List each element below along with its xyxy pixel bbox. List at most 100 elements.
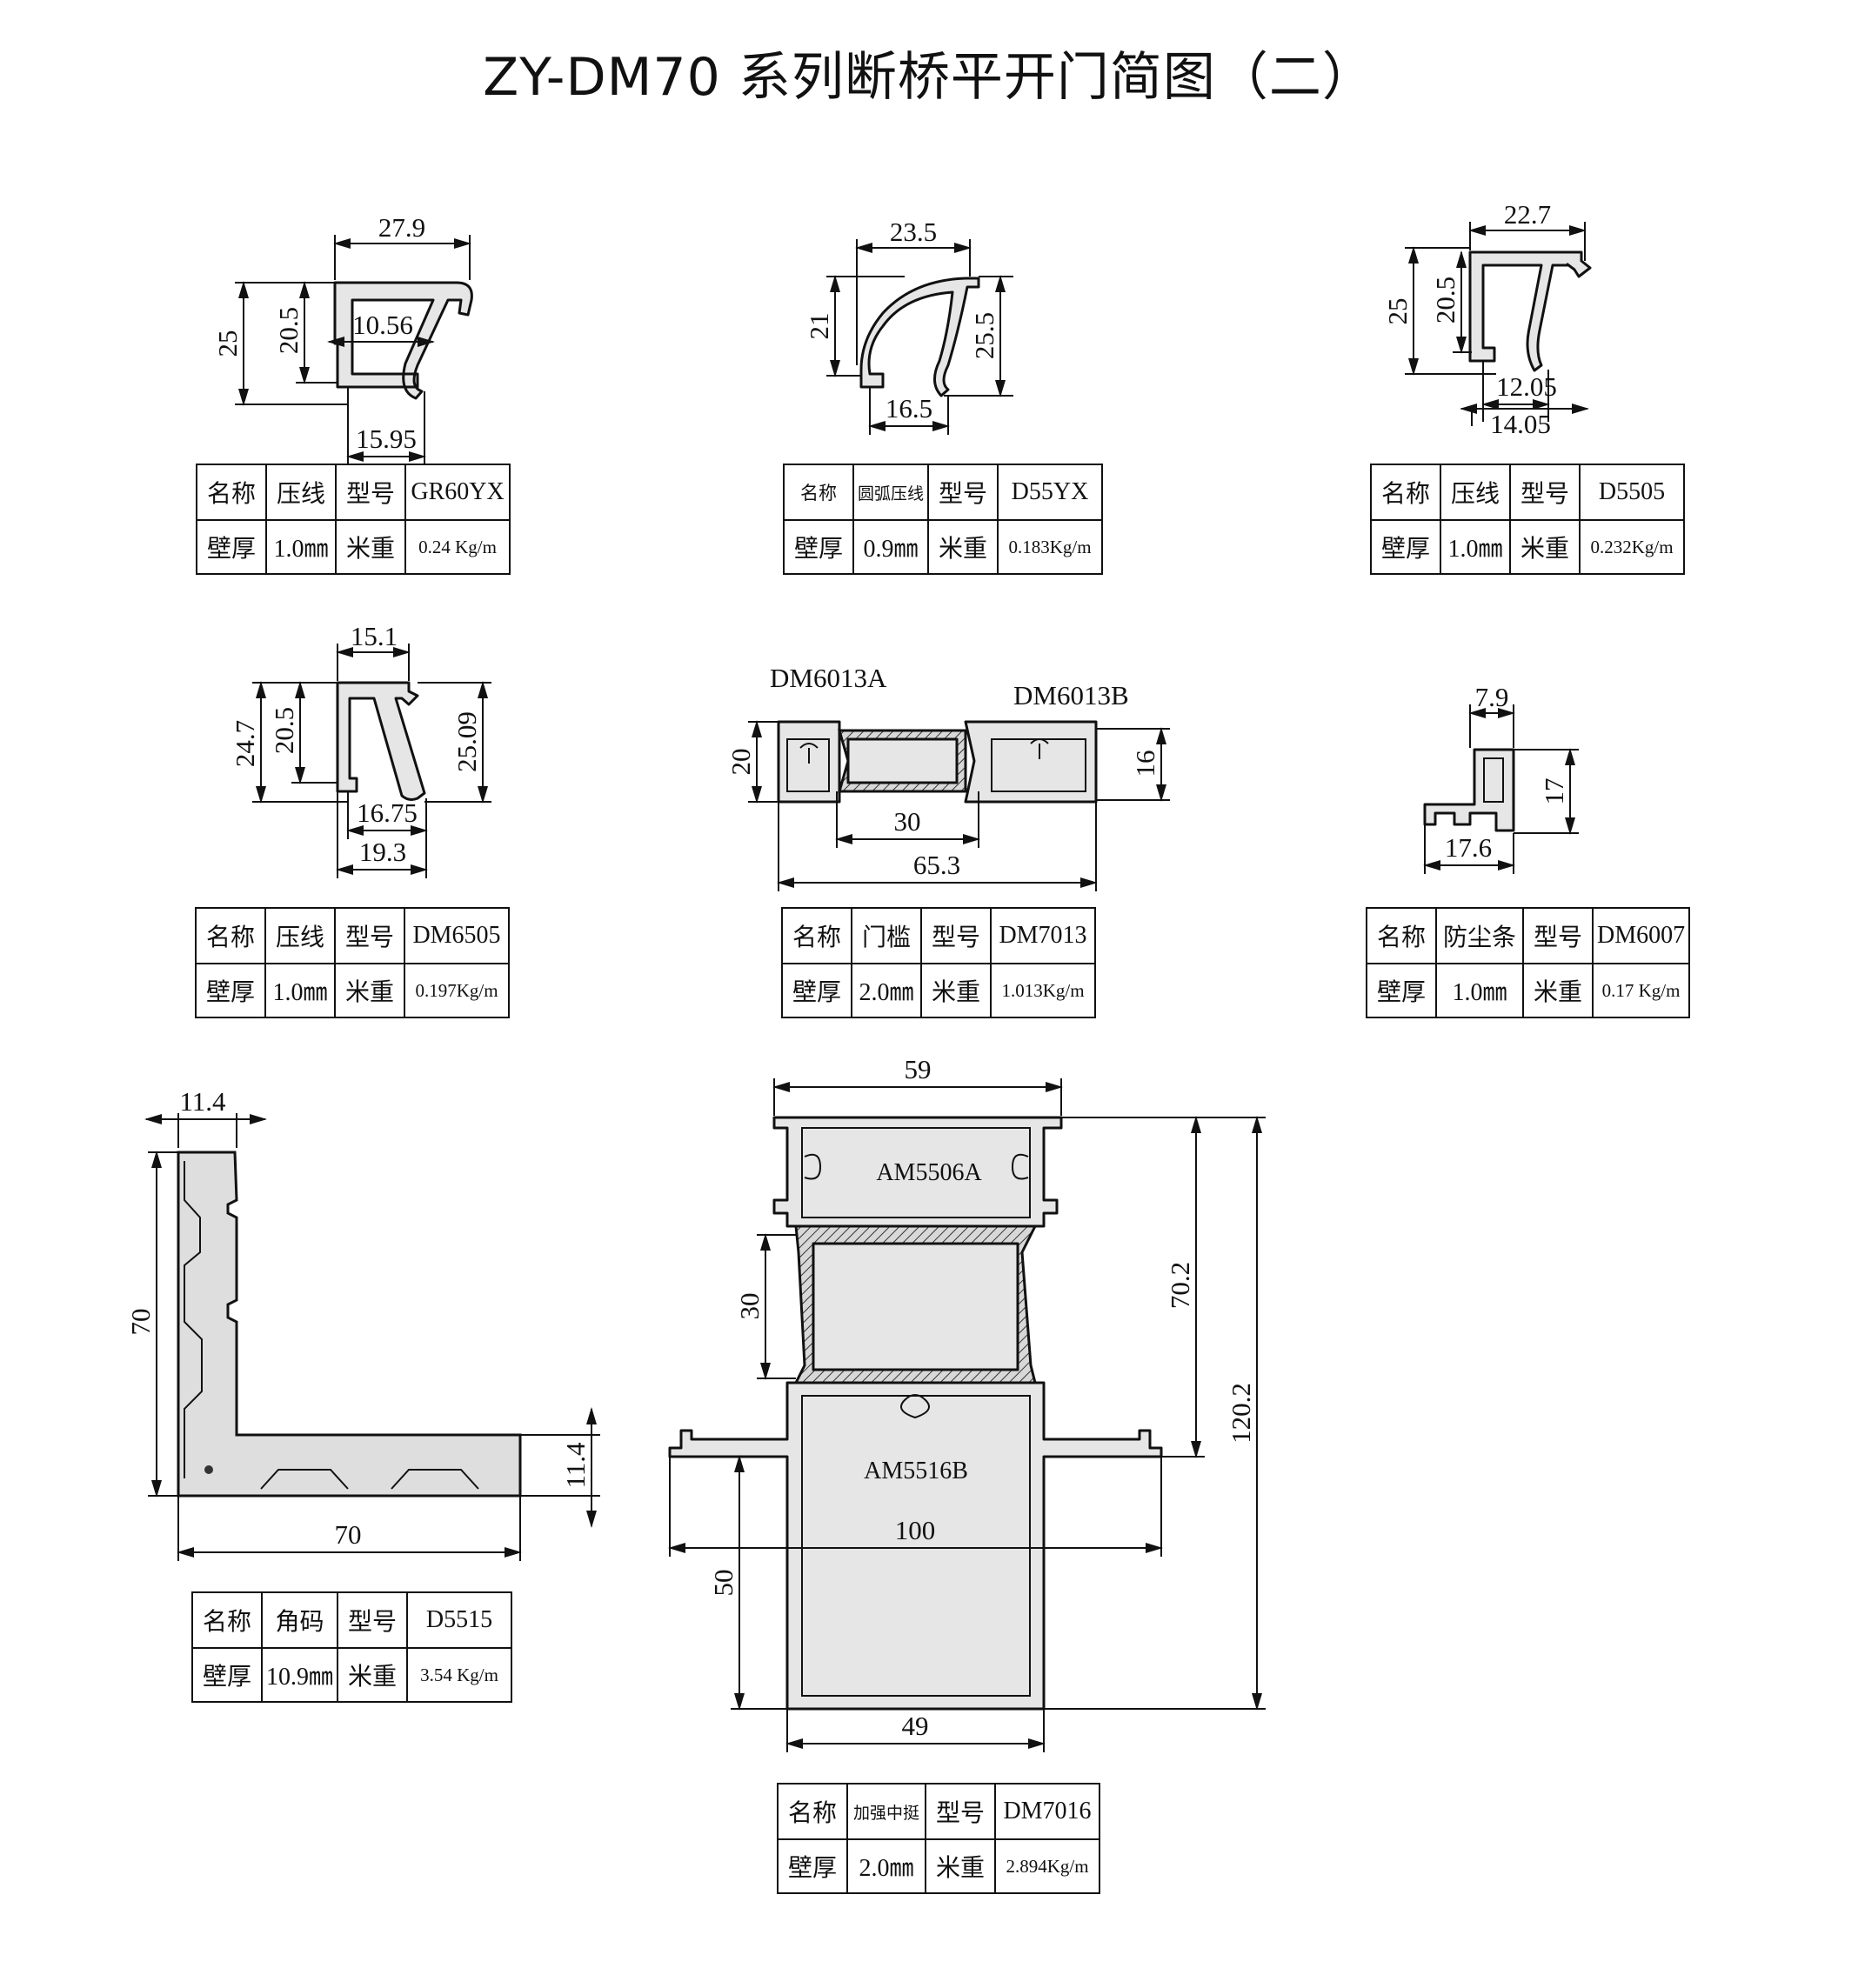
name-label: 名称 xyxy=(783,464,854,521)
wall-label: 壁厚 xyxy=(783,519,854,575)
name-label: 名称 xyxy=(781,907,852,964)
dim-top: 22.7 xyxy=(1504,199,1551,230)
profile-shape xyxy=(859,277,980,397)
profile-d55yx: 23.5 21 25.5 16.5 xyxy=(804,217,1013,435)
wall-value: 1.0㎜ xyxy=(265,519,337,575)
wall-value: 0.9㎜ xyxy=(852,519,930,575)
model-label: 型号 xyxy=(925,1783,996,1840)
wall-value: 1.0㎜ xyxy=(264,963,336,1018)
spec-table-gr60yx: 名称 压线 型号 GR60YX 壁厚 1.0㎜ 米重 0.24 Kg/m xyxy=(196,464,511,575)
wall-label: 壁厚 xyxy=(781,963,852,1018)
dim-top: 27.9 xyxy=(378,212,425,243)
wall-label: 壁厚 xyxy=(1370,519,1441,575)
model-value: DM6505 xyxy=(404,907,510,964)
profile-dm6007: 7.9 17 17.6 xyxy=(1423,682,1579,874)
spec-table-d5505: 名称 压线 型号 D5505 壁厚 1.0㎜ 米重 0.232Kg/m xyxy=(1370,464,1685,575)
profile-shape xyxy=(336,681,426,801)
weight-value: 2.894Kg/m xyxy=(994,1838,1100,1894)
dim-h: 17 xyxy=(1539,778,1569,805)
weight-label: 米重 xyxy=(920,963,992,1018)
dim-b1: 12.05 xyxy=(1496,371,1557,402)
wall-label: 壁厚 xyxy=(195,963,266,1018)
model-label: 型号 xyxy=(927,464,999,521)
wall-label: 壁厚 xyxy=(777,1838,848,1894)
dim-h2: 20.5 xyxy=(269,707,299,754)
model-label: 型号 xyxy=(334,907,405,964)
spec-table-dm7016: 名称 加强中挺 型号 DM7016 壁厚 2.0㎜ 米重 2.894Kg/m xyxy=(777,1783,1100,1894)
part-b-shape xyxy=(964,720,1098,804)
dim-mid: 30 xyxy=(894,806,921,837)
dim-h1: 70.2 xyxy=(1165,1262,1195,1309)
dim-width: 100 xyxy=(895,1515,936,1545)
dim-mid: 30 xyxy=(734,1293,765,1320)
weight-label: 米重 xyxy=(335,519,406,575)
dim-right: 16 xyxy=(1130,751,1160,777)
model-value: D5505 xyxy=(1579,464,1685,521)
model-value: GR60YX xyxy=(404,464,511,521)
model-label: 型号 xyxy=(337,1591,409,1649)
name-value: 压线 xyxy=(265,464,337,521)
weight-value: 0.17 Kg/m xyxy=(1591,963,1691,1018)
wall-label: 壁厚 xyxy=(196,519,267,575)
name-value: 门槛 xyxy=(851,907,922,964)
profile-d5505: 22.7 25 20.5 12.05 14.05 xyxy=(1382,199,1592,439)
weight-label: 米重 xyxy=(334,963,405,1018)
dim-left: 70 xyxy=(125,1309,156,1336)
profile-dm7013: DM6013A DM6013B 20 16 30 65.3 xyxy=(725,663,1170,891)
dim-bottom: 17.6 xyxy=(1445,832,1492,863)
dim-low: 50 xyxy=(708,1570,739,1597)
dim-bottom: 15.95 xyxy=(356,424,417,454)
model-value: DM6007 xyxy=(1591,907,1691,964)
model-label: 型号 xyxy=(1522,907,1594,964)
profile-shape xyxy=(1468,250,1592,372)
dim-h2: 120.2 xyxy=(1226,1383,1256,1444)
dim-h1: 25 xyxy=(1382,298,1413,325)
profile-shape xyxy=(1423,748,1515,832)
dim-top: 15.1 xyxy=(351,621,398,651)
weight-label: 米重 xyxy=(337,1647,409,1703)
weight-value: 0.197Kg/m xyxy=(404,963,510,1018)
wall-value: 1.0㎜ xyxy=(1440,519,1511,575)
page-title: ZY-DM70 系列断桥平开门简图（二） xyxy=(483,47,1375,108)
name-value: 角码 xyxy=(260,1591,339,1649)
part-b-label: AM5516B xyxy=(864,1458,968,1484)
name-value: 防尘条 xyxy=(1435,907,1524,964)
dim-top: 11.4 xyxy=(179,1086,226,1117)
name-value: 圆弧压线 xyxy=(852,464,930,521)
profile-dm7016: AM5506A AM5516B 59 70.2 120.2 30 100 50 … xyxy=(668,1054,1266,1752)
name-label: 名称 xyxy=(196,464,267,521)
dim-right: 11.4 xyxy=(560,1442,591,1489)
name-value: 加强中挺 xyxy=(846,1783,926,1840)
weight-label: 米重 xyxy=(1509,519,1581,575)
wall-value: 2.0㎜ xyxy=(851,963,922,1018)
model-label: 型号 xyxy=(335,464,406,521)
profile-gr60yx: 27.9 25 20.5 10.56 15.95 xyxy=(212,212,473,465)
spec-table-dm6007: 名称 防尘条 型号 DM6007 壁厚 1.0㎜ 米重 0.17 Kg/m xyxy=(1366,907,1691,1018)
name-value: 压线 xyxy=(264,907,336,964)
profile-shape xyxy=(333,281,473,400)
weight-value: 3.54 Kg/m xyxy=(406,1647,513,1703)
profile-dm6505: 15.1 24.7 20.5 25.09 16.75 19.3 xyxy=(230,621,491,878)
profile-d5515: 11.4 70 11.4 70 xyxy=(125,1086,600,1561)
spec-table-d5515: 名称 角码 型号 D5515 壁厚 10.9㎜ 米重 3.54 Kg/m xyxy=(191,1591,513,1703)
dim-top: 59 xyxy=(905,1054,932,1084)
model-label: 型号 xyxy=(1509,464,1581,521)
name-label: 名称 xyxy=(195,907,266,964)
part-a-label: DM6013A xyxy=(770,663,887,693)
weight-value: 0.183Kg/m xyxy=(997,519,1104,575)
model-label: 型号 xyxy=(920,907,992,964)
wall-label: 壁厚 xyxy=(1366,963,1437,1018)
dim-right: 25.09 xyxy=(451,711,482,772)
name-label: 名称 xyxy=(191,1591,263,1649)
wall-value: 1.0㎜ xyxy=(1435,963,1524,1018)
model-value: DM7016 xyxy=(994,1783,1100,1840)
part-b-label: DM6013B xyxy=(1013,680,1129,710)
name-label: 名称 xyxy=(777,1783,848,1840)
weight-value: 1.013Kg/m xyxy=(990,963,1096,1018)
dim-total: 65.3 xyxy=(913,850,960,880)
weight-label: 米重 xyxy=(1522,963,1594,1018)
dim-left: 20 xyxy=(725,749,756,776)
weight-value: 0.232Kg/m xyxy=(1579,519,1685,575)
model-value: DM7013 xyxy=(990,907,1096,964)
